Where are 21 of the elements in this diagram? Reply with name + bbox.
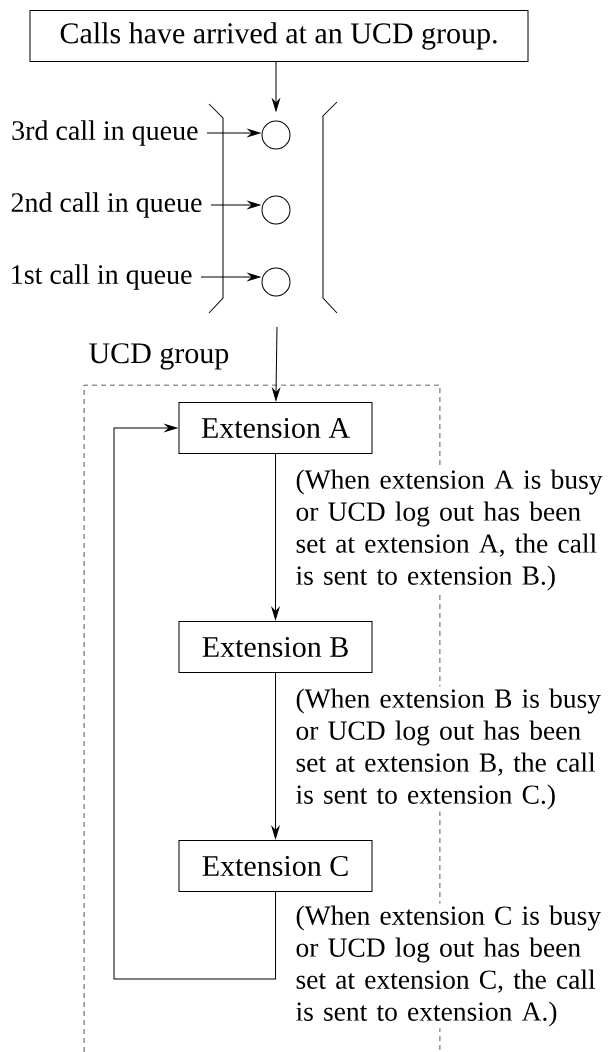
queue-label: 3rd call in queue	[12, 120, 198, 146]
edge-label: (When extension A is busy or UCD log out has been set at extension A, the call is sent to extension B.)	[293, 467, 613, 593]
process-box: Extension A	[178, 402, 373, 454]
arrow	[200, 273, 261, 281]
edge-label: (When extension B is busy or UCD log out has been set at extension B, the call is sent to extension C.)	[293, 686, 613, 812]
queue-circle	[261, 195, 291, 225]
queue-circle	[261, 120, 291, 150]
process-box: Extension C	[178, 840, 373, 892]
process-box: Extension B	[178, 621, 373, 673]
arrow	[113, 424, 276, 980]
queue-label: 1st call in queue	[12, 264, 192, 290]
arrow	[271, 672, 280, 839]
queue-label: 2nd call in queue	[11, 192, 202, 218]
arrow	[210, 201, 261, 209]
arrow	[272, 61, 280, 112]
queue-circle	[261, 267, 291, 297]
edge-label: (When extension C is busy or UCD log out has been set at extension C, the call is sent to extension A.)	[293, 903, 613, 1029]
process-box: Calls have arrived at an UCD group.	[29, 10, 529, 62]
arrow	[271, 453, 280, 620]
arrow	[272, 326, 280, 401]
arrow	[206, 129, 261, 137]
